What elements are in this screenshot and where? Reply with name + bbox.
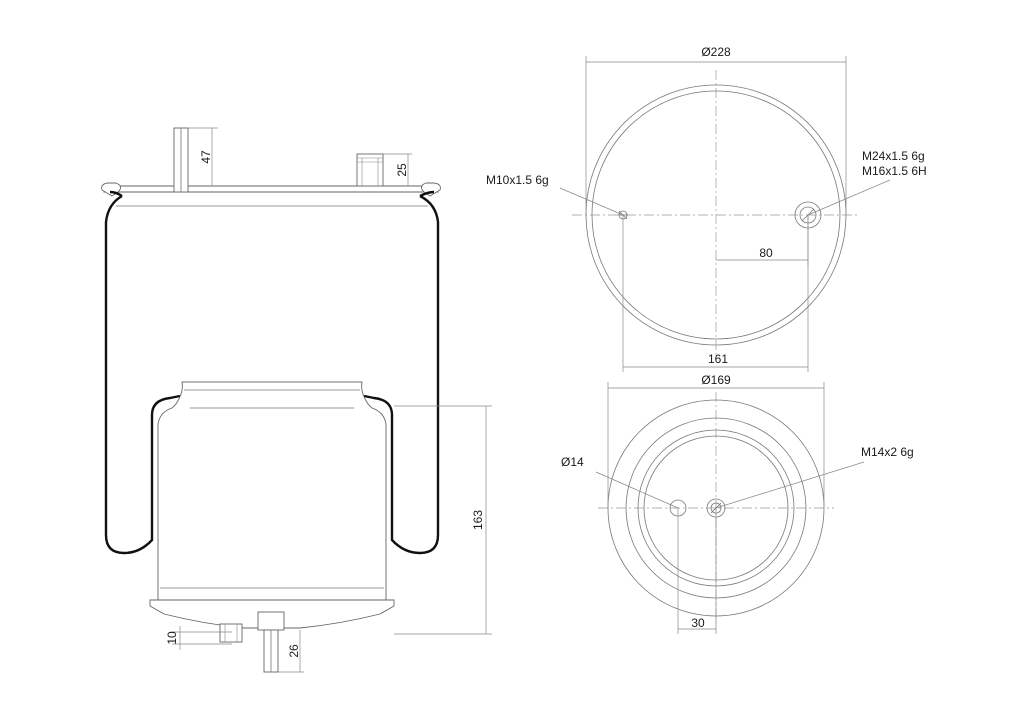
dim-stud-spacing: 161 <box>708 352 728 366</box>
top-stud <box>173 127 189 193</box>
top-view: Ø228 80 161 M10x1.5 6g M24x1.5 6g M16x1.… <box>486 45 927 372</box>
side-dimensions: 47 25 163 10 26 <box>165 127 492 673</box>
dim-hole-diameter: Ø14 <box>561 455 584 469</box>
dim-top-diameter: Ø228 <box>701 45 731 59</box>
dim-piston-height: 163 <box>471 510 485 530</box>
dim-hole-offset: 30 <box>691 616 705 630</box>
top-plate <box>101 182 441 207</box>
dim-bottom-stud-length: 26 <box>287 644 301 658</box>
label-stud-thread: M10x1.5 6g <box>486 173 549 187</box>
bottom-fittings <box>219 611 285 673</box>
piston <box>149 381 395 629</box>
bottom-view: Ø169 Ø14 M14x2 6g 30 <box>561 373 914 634</box>
label-port-thread-1: M24x1.5 6g <box>862 149 925 163</box>
label-center-thread: M14x2 6g <box>861 445 914 459</box>
dim-top-port-height: 25 <box>395 163 409 177</box>
bellows-outline <box>104 194 440 555</box>
dim-bottom-offset: 10 <box>165 631 179 645</box>
dim-bottom-diameter: Ø169 <box>701 373 731 387</box>
label-port-thread-2: M16x1.5 6H <box>862 164 927 178</box>
dim-port-offset: 80 <box>759 246 773 260</box>
dim-top-stud-height: 47 <box>199 150 213 164</box>
side-view: 47 25 163 10 26 <box>101 127 492 673</box>
top-air-port <box>356 153 384 187</box>
